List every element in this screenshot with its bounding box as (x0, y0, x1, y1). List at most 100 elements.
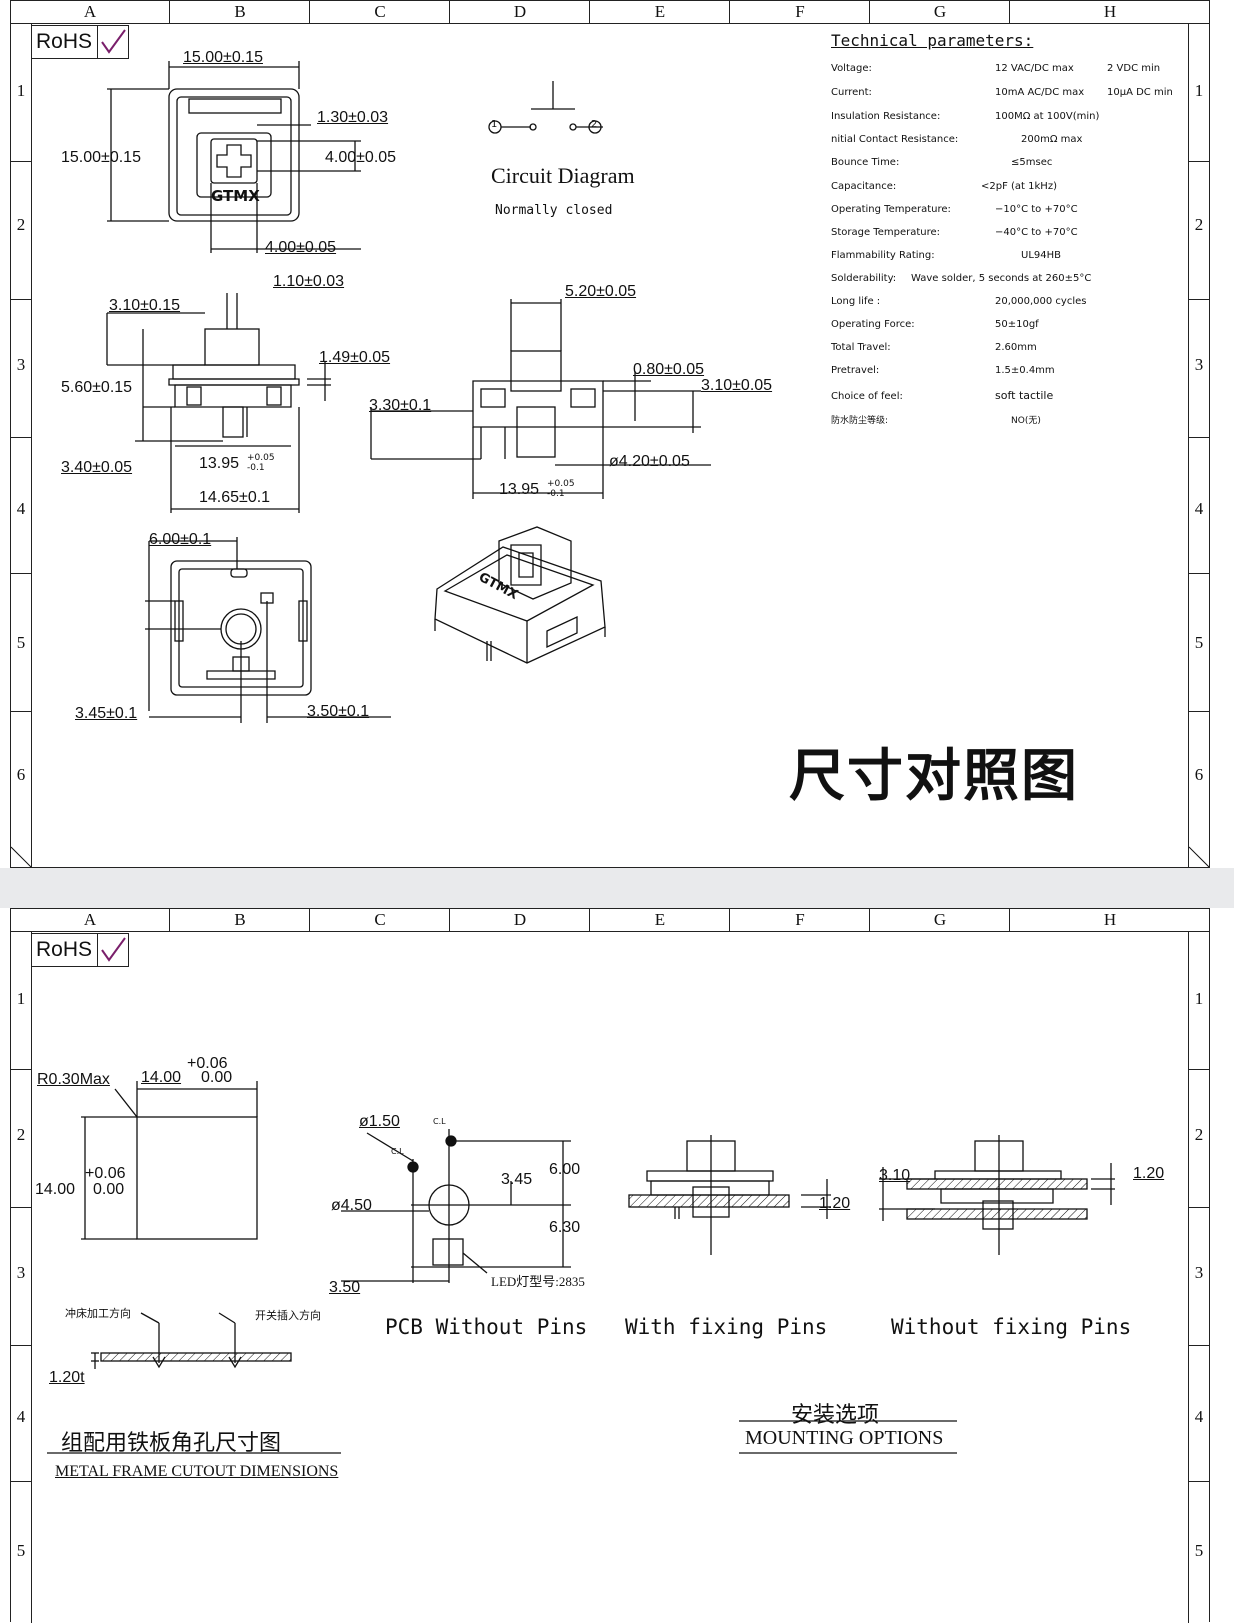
dim-pcb-630: 6.30 (549, 1219, 581, 1236)
dim-top-width: 15.00±0.15 (183, 49, 263, 66)
row-1-left: 1 (16, 989, 26, 1008)
cutout-title-en: METAL FRAME CUTOUT DIMENSIONS (55, 1463, 339, 1480)
dim-pcb-600: 6.00 (549, 1161, 581, 1178)
dim-front-clip: 0.80±0.05 (633, 361, 705, 378)
tech-row-insulation: Insulation Resistance:100MΩ at 100V(min) (831, 111, 1100, 122)
circuit-pin-1: 1 (491, 119, 498, 130)
dim-side-top: 3.10±0.15 (109, 297, 181, 314)
row-1-left: 1 (16, 81, 26, 100)
right-margin-line (1188, 931, 1189, 1623)
dim-side-body-tol-dn: -0.1 (247, 463, 265, 473)
tech-row-life: Long life :20,000,000 cycles (831, 296, 1087, 307)
tech-row-travel: Total Travel:2.60mm (831, 342, 1037, 353)
row-divider (11, 711, 31, 712)
row-divider (1189, 161, 1209, 162)
dim-cutout-height: 14.00 (35, 1181, 76, 1198)
col-h: H (1009, 909, 1210, 931)
dim-side-width: 14.65±0.1 (199, 489, 271, 506)
sheet2-linework (47, 1081, 1115, 1454)
dim-pcb-center: ø4.50 (331, 1197, 372, 1214)
row-3-left: 3 (16, 355, 26, 374)
pcb-cl-left: C.L (391, 1147, 404, 1156)
col-g: G (869, 1, 1010, 23)
row-4-right: 4 (1194, 1407, 1204, 1426)
row-divider (1189, 1345, 1209, 1346)
row-divider (11, 299, 31, 300)
column-header-bar: A B C D E F G H (11, 909, 1209, 932)
pcb-label: PCB Without Pins (385, 1315, 588, 1339)
column-header-bar: A B C D E F G H (11, 1, 1209, 24)
row-3-left: 3 (16, 1263, 26, 1282)
tech-row-pretravel: Pretravel:1.5±0.4mm (831, 365, 1055, 376)
dim-front-body: 13.95 (499, 481, 540, 498)
row-5-left: 5 (16, 633, 26, 652)
dim-plate-thickness: 1.20t (49, 1369, 85, 1386)
dim-cutout-tol-top-lo: 0.00 (201, 1069, 233, 1086)
row-2-right: 2 (1194, 1125, 1204, 1144)
dim-side-plate: 1.49±0.05 (319, 349, 391, 366)
row-divider (11, 1069, 31, 1070)
dim-stem-1: 1.30±0.03 (317, 109, 389, 126)
nofixing-label: Without fixing Pins (891, 1315, 1132, 1339)
dim-top-height: 15.00±0.15 (61, 149, 141, 166)
row-divider (1189, 1207, 1209, 1208)
col-c: C (309, 909, 450, 931)
col-g: G (869, 909, 1010, 931)
row-6-right: 6 (1194, 765, 1204, 784)
rohs-label: RoHS (36, 30, 93, 53)
row-divider (1189, 437, 1209, 438)
insert-direction-label: 开关插入方向 (255, 1309, 321, 1322)
row-divider (11, 437, 31, 438)
tech-title: Technical parameters: (831, 31, 1034, 50)
dim-cutout-tol-top: +0.06 (187, 1055, 228, 1072)
tech-row-capacitance: Capacitance:<2pF (at 1kHz) (831, 181, 1057, 192)
left-margin-line (31, 931, 32, 1623)
dim-front-pole: ø4.20±0.05 (609, 453, 690, 470)
dim-cutout-width: 14.00 (141, 1069, 182, 1086)
dim-front-body-tol-up: +0.05 (547, 479, 575, 489)
row-5-right: 5 (1194, 1541, 1204, 1560)
row-2-left: 2 (16, 1125, 26, 1144)
big-title: 尺寸对照图 (789, 744, 1079, 809)
row-divider (11, 161, 31, 162)
dim-pcb-345: 3.45 (501, 1171, 533, 1188)
dim-side-pin: 3.40±0.05 (61, 459, 133, 476)
brand-mark-top: GTMX (211, 187, 260, 205)
col-h: H (1009, 1, 1210, 23)
dim-front-clip-h: 3.10±0.05 (701, 377, 773, 394)
col-b: B (169, 909, 310, 931)
drawing-sheet-1: A B C D E F G H 1 2 3 4 5 6 1 2 3 4 5 6 … (10, 0, 1210, 868)
tech-row-waterproof: 防水防尘等级:NO(无) (831, 416, 1041, 426)
cutout-title-cn: 组配用铁板角孔尺寸图 (61, 1430, 282, 1455)
rohs-badge: RoHS (31, 25, 129, 59)
row-5-left: 5 (16, 1541, 26, 1560)
tech-row-bounce: Bounce Time:≤5msec (831, 157, 1053, 168)
tech-row-force: Operating Force:50±10gf (831, 319, 1039, 330)
row-3-right: 3 (1194, 355, 1204, 374)
tech-row-contact: nitial Contact Resistance:200mΩ max (831, 134, 1083, 145)
col-a: A (83, 2, 97, 21)
dim-bottom-top: 6.00±0.1 (149, 531, 212, 548)
row-divider (11, 1481, 31, 1482)
tech-row-flammability: Flammability Rating:UL94HB (831, 250, 1061, 261)
dim-cutout-radius: R0.30Max (37, 1071, 110, 1088)
dim-front-stem: 5.20±0.05 (565, 283, 637, 300)
dim-nofixing-120: 1.20 (1133, 1165, 1165, 1182)
tech-row-feel: Choice of feel:soft tactile (831, 389, 1054, 402)
row-4-left: 4 (16, 499, 26, 518)
dim-nofixing-310: 3.10 (879, 1167, 911, 1184)
col-b: B (169, 1, 310, 23)
check-icon (97, 934, 128, 966)
rohs-badge: RoHS (31, 933, 129, 967)
rohs-label: RoHS (36, 938, 93, 961)
row-divider (1189, 711, 1209, 712)
row-divider (1189, 299, 1209, 300)
col-c: C (309, 1, 450, 23)
row-2-right: 2 (1194, 215, 1204, 234)
sheet1-linework (11, 61, 1209, 867)
dim-side-stem: 1.10±0.03 (273, 273, 345, 290)
col-f: F (729, 909, 870, 931)
check-icon (97, 26, 128, 58)
